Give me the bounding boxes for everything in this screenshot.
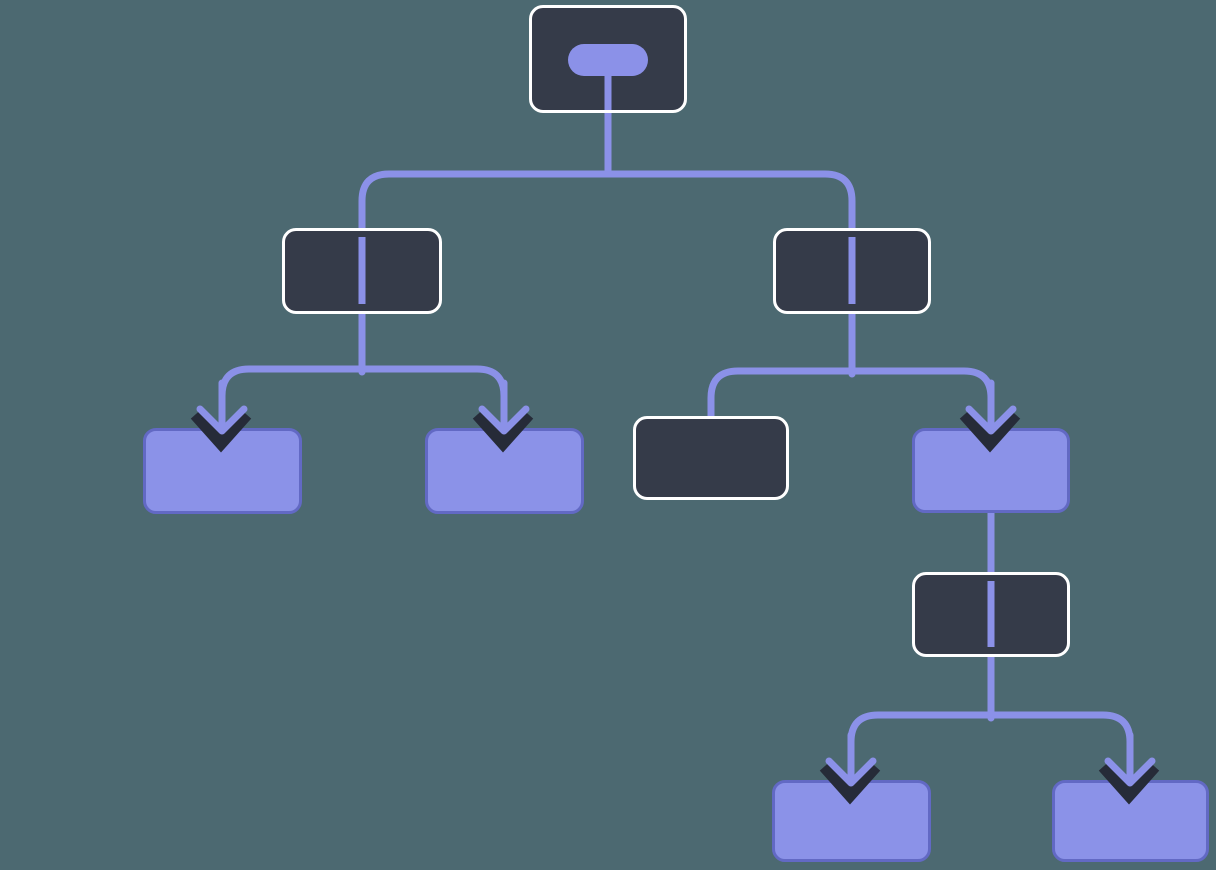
node-branch-left[interactable]	[282, 228, 442, 314]
pass-through-line-icon	[848, 237, 856, 304]
root-pill-stem	[604, 68, 612, 110]
connector-top-split	[358, 170, 856, 249]
arrow-down-icon	[819, 731, 881, 805]
connector-bottom-split	[847, 711, 1134, 790]
arrow-down-icon	[472, 379, 534, 453]
node-root[interactable]	[529, 5, 687, 113]
node-branch-bottom[interactable]	[912, 572, 1070, 657]
arrow-down-icon	[959, 379, 1021, 453]
arrow-down-icon	[190, 379, 252, 453]
tree-root-pill-icon	[568, 44, 648, 76]
node-node-dark-plain[interactable]	[633, 416, 789, 500]
arrow-down-icon	[1098, 731, 1160, 805]
pass-through-line-icon	[358, 237, 366, 304]
node-branch-right[interactable]	[773, 228, 931, 314]
pass-through-line-icon	[987, 581, 995, 647]
